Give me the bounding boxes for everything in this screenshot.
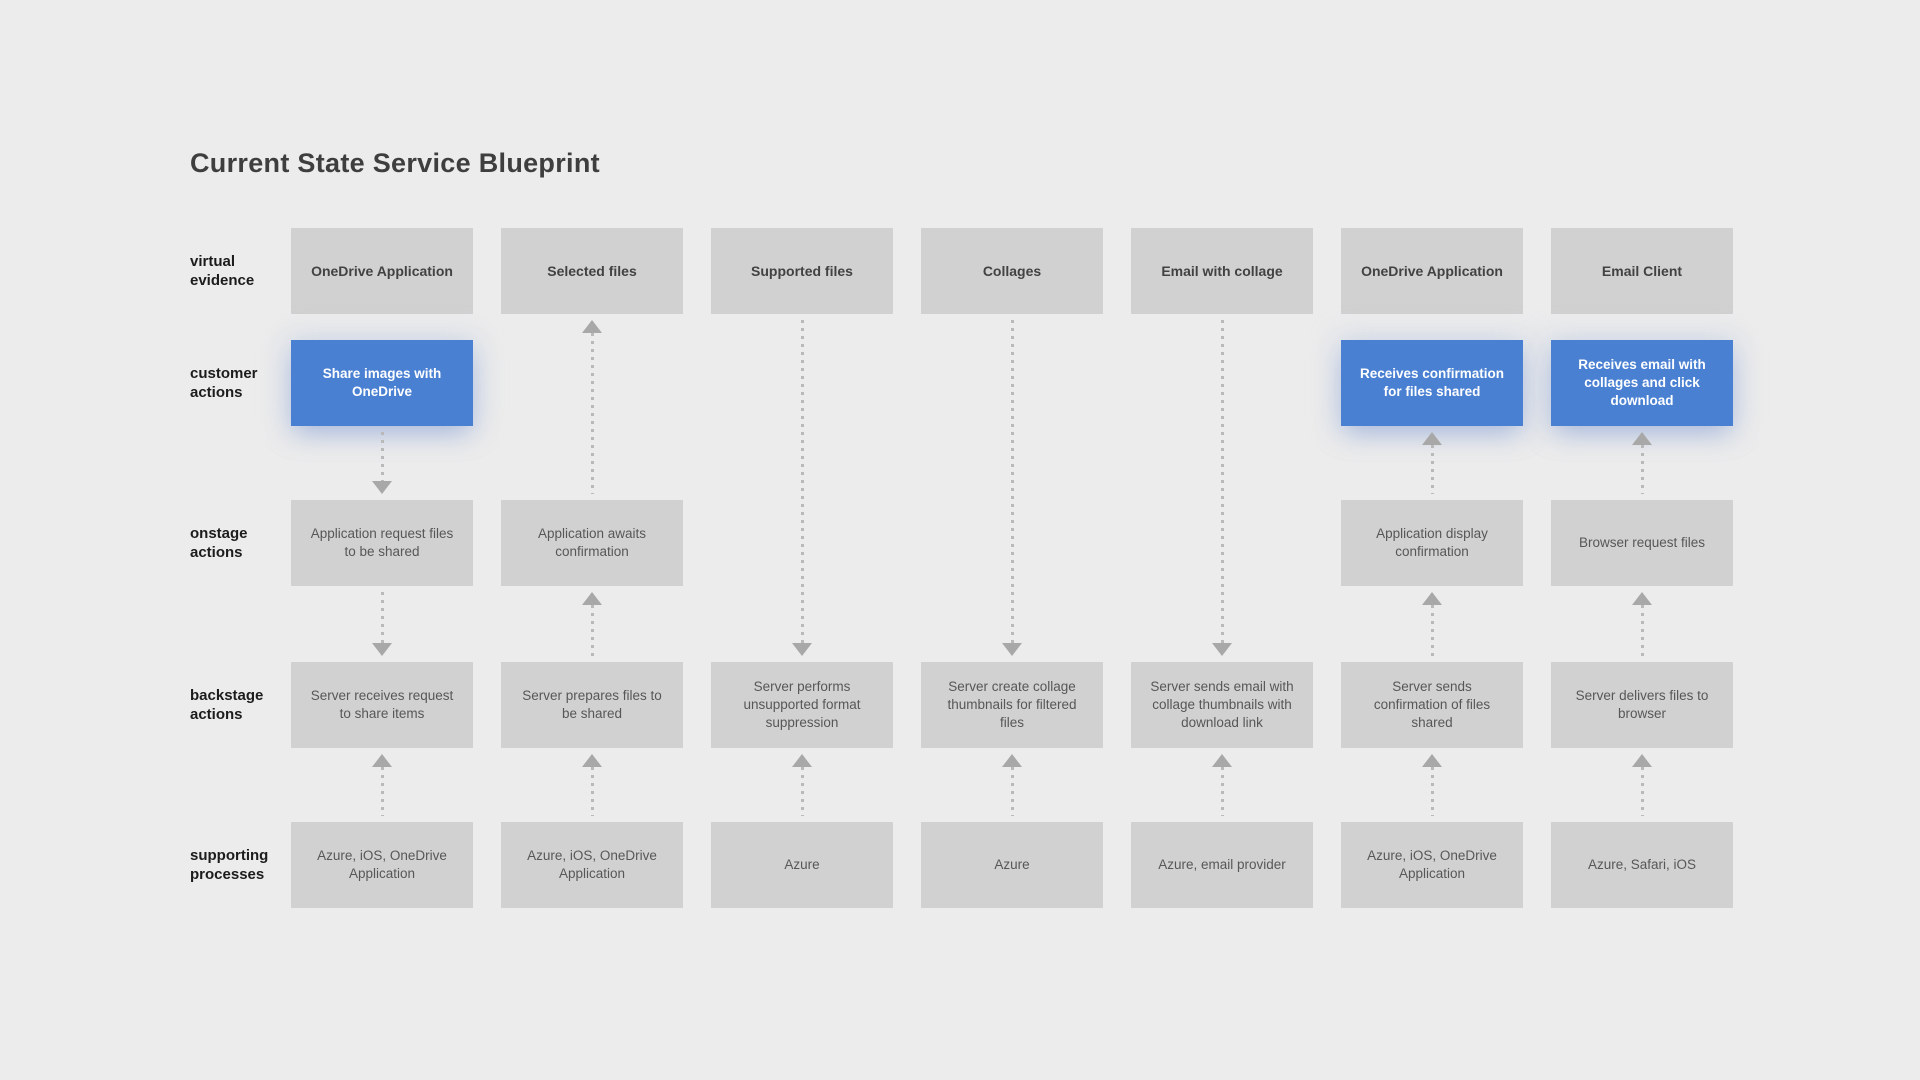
arrow-dotted-line [380, 767, 384, 816]
arrow-dotted-line [590, 333, 594, 494]
backstage-action-box: Server performs unsupported format suppr… [711, 662, 893, 748]
flow-arrow-up [1002, 754, 1022, 816]
arrowhead-icon [1422, 592, 1442, 605]
arrowhead-icon [1422, 754, 1442, 767]
arrowhead-icon [582, 320, 602, 333]
backstage-action-box: Server delivers files to browser [1551, 662, 1733, 748]
virtual-evidence-box: OneDrive Application [291, 228, 473, 314]
arrow-dotted-line [1220, 320, 1224, 643]
arrow-dotted-line [1640, 445, 1644, 494]
supporting-process-box: Azure, iOS, OneDrive Application [1341, 822, 1523, 908]
arrowhead-icon [1632, 754, 1652, 767]
backstage-action-box: Server create collage thumbnails for fil… [921, 662, 1103, 748]
arrowhead-icon [1002, 643, 1022, 656]
row-label-virtual-evidence: virtual evidence [190, 252, 255, 289]
flow-arrow-up [582, 754, 602, 816]
arrow-dotted-line [1640, 605, 1644, 656]
customer-action-box: Receives confirmation for files shared [1341, 340, 1523, 426]
supporting-process-box: Azure [921, 822, 1103, 908]
flow-arrow-down [372, 432, 392, 494]
supporting-process-box: Azure, iOS, OneDrive Application [501, 822, 683, 908]
supporting-process-box: Azure, iOS, OneDrive Application [291, 822, 473, 908]
arrowhead-icon [1632, 432, 1652, 445]
arrowhead-icon [792, 754, 812, 767]
flow-arrow-up [372, 754, 392, 816]
arrowhead-icon [792, 643, 812, 656]
arrow-dotted-line [1220, 767, 1224, 816]
row-label-customer-actions: customer actions [190, 364, 258, 401]
backstage-action-box: Server sends confirmation of files share… [1341, 662, 1523, 748]
flow-arrow-up [1422, 754, 1442, 816]
arrowhead-icon [1212, 754, 1232, 767]
arrowhead-icon [1422, 432, 1442, 445]
row-label-supporting-processes: supporting processes [190, 846, 269, 883]
arrow-dotted-line [590, 767, 594, 816]
flow-arrow-up [792, 754, 812, 816]
arrowhead-icon [1002, 754, 1022, 767]
arrowhead-icon [582, 592, 602, 605]
virtual-evidence-box: Collages [921, 228, 1103, 314]
flow-arrow-down [372, 592, 392, 656]
onstage-action-box: Application request files to be shared [291, 500, 473, 586]
arrow-dotted-line [1010, 767, 1014, 816]
arrowhead-icon [372, 643, 392, 656]
onstage-action-box: Browser request files [1551, 500, 1733, 586]
arrow-dotted-line [380, 592, 384, 643]
arrow-dotted-line [1010, 320, 1014, 643]
flow-arrow-up [1632, 754, 1652, 816]
flow-arrow-up [582, 592, 602, 656]
flow-arrow-down [792, 320, 812, 656]
onstage-action-box: Application awaits confirmation [501, 500, 683, 586]
virtual-evidence-box: OneDrive Application [1341, 228, 1523, 314]
flow-arrow-down [1002, 320, 1022, 656]
flow-arrow-up [1422, 432, 1442, 494]
virtual-evidence-box: Selected files [501, 228, 683, 314]
customer-action-box: Receives email with collages and click d… [1551, 340, 1733, 426]
arrow-dotted-line [1430, 767, 1434, 816]
flow-arrow-up [582, 320, 602, 494]
row-label-backstage-actions: backstage actions [190, 686, 264, 723]
row-label-onstage-actions: onstage actions [190, 524, 248, 561]
arrow-dotted-line [1430, 605, 1434, 656]
page-title: Current State Service Blueprint [190, 148, 600, 178]
arrowhead-icon [582, 754, 602, 767]
backstage-action-box: Server receives request to share items [291, 662, 473, 748]
virtual-evidence-box: Supported files [711, 228, 893, 314]
flow-arrow-up [1632, 592, 1652, 656]
backstage-action-box: Server prepares files to be shared [501, 662, 683, 748]
supporting-process-box: Azure [711, 822, 893, 908]
flow-arrow-up [1422, 592, 1442, 656]
onstage-action-box: Application display confirmation [1341, 500, 1523, 586]
arrowhead-icon [1212, 643, 1232, 656]
arrow-dotted-line [800, 767, 804, 816]
arrow-dotted-line [1430, 445, 1434, 494]
supporting-process-box: Azure, Safari, iOS [1551, 822, 1733, 908]
arrowhead-icon [372, 754, 392, 767]
flow-arrow-up [1212, 754, 1232, 816]
virtual-evidence-box: Email with collage [1131, 228, 1313, 314]
virtual-evidence-box: Email Client [1551, 228, 1733, 314]
flow-arrow-up [1632, 432, 1652, 494]
customer-action-box: Share images with OneDrive [291, 340, 473, 426]
arrow-dotted-line [590, 605, 594, 656]
flow-arrow-down [1212, 320, 1232, 656]
backstage-action-box: Server sends email with collage thumbnai… [1131, 662, 1313, 748]
arrow-dotted-line [380, 432, 384, 481]
arrowhead-icon [1632, 592, 1652, 605]
arrowhead-icon [372, 481, 392, 494]
supporting-process-box: Azure, email provider [1131, 822, 1313, 908]
arrow-dotted-line [1640, 767, 1644, 816]
arrow-dotted-line [800, 320, 804, 643]
